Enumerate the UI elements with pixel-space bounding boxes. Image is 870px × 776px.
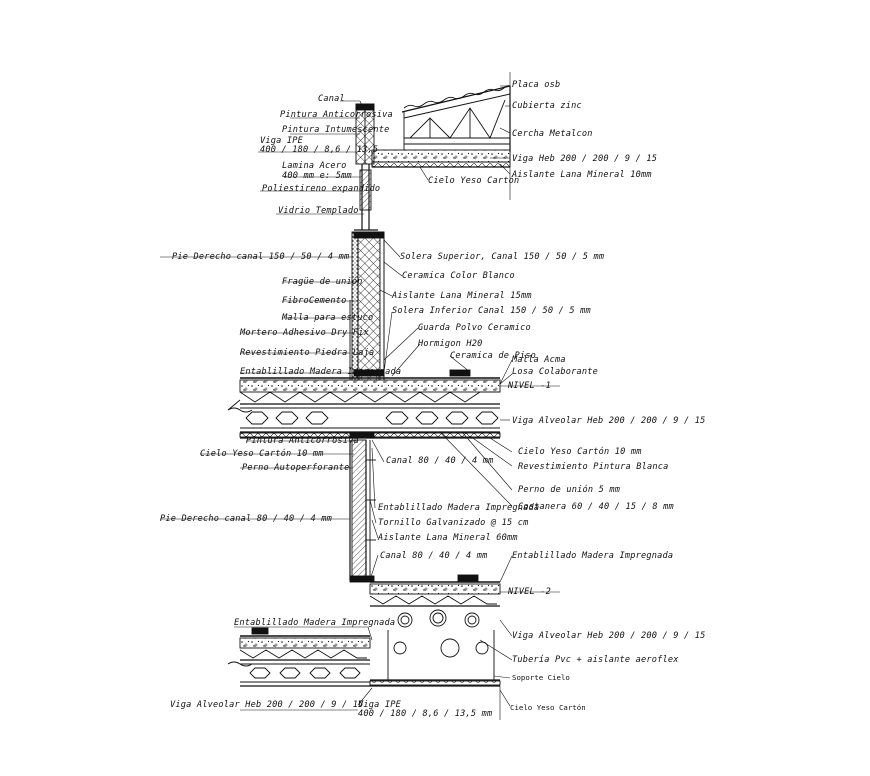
label-viga-heb-top: Viga Heb 200 / 200 / 9 / 15 xyxy=(512,154,658,164)
label-mortero-adhesivo: Mortero Adhesivo Dry Fix xyxy=(240,328,369,338)
label-lamina-acero-dims: 400 mm e: 5mm xyxy=(282,171,352,181)
lower-wall xyxy=(349,431,376,583)
label-aislante-lana-60: Aislante Lana Mineral 60mm xyxy=(378,533,518,543)
label-cercha-metalcon: Cercha Metalcon xyxy=(512,129,593,139)
label-entablillado-3: Entablillado Madera Impregnada xyxy=(512,551,674,561)
label-hormigon-h20: Hormigon H20 xyxy=(418,339,483,349)
leader-lines xyxy=(160,72,560,720)
label-cubierta-zinc: Cubierta zinc xyxy=(512,101,582,111)
label-pie-derecho-canal-150: Pie Derecho canal 150 / 50 / 4 mm xyxy=(172,252,350,262)
label-entablillado-1: Entablillado Madera Impregnada xyxy=(240,367,402,377)
label-malla-estuco: Malla para estuco xyxy=(282,313,374,323)
glass-column xyxy=(354,164,378,231)
label-poliestireno: Poliestireno expandido xyxy=(262,184,381,194)
label-pintura-anticorrosiva-mid: Pintura Anticorrosiva xyxy=(246,436,359,446)
label-fibrocemento: FibroCemento xyxy=(282,296,347,306)
label-soporte-cielo: Soporte Cielo xyxy=(512,673,570,682)
label-ceramica-de-piso: Ceramica de Piso xyxy=(450,351,536,361)
label-nivel-1: NIVEL -1 xyxy=(508,381,551,391)
label-costanera: Costanera 60 / 40 / 15 / 8 mm xyxy=(518,502,674,512)
label-canal-80-b: Canal 80 / 40 / 4 mm xyxy=(380,551,488,561)
label-entablillado-4: Entablillado Madera Impregnada xyxy=(234,618,396,628)
label-aislante-lana-10: Aislante Lana Mineral 10mm xyxy=(512,170,652,180)
label-canal: Canal xyxy=(318,94,345,104)
label-ceramica-color-blanco: Ceramica Color Blanco xyxy=(402,271,515,281)
label-revestimiento-pintura: Revestimiento Pintura Blanca xyxy=(518,462,669,472)
label-viga-ipe-bottom-dims: 400 / 180 / 8,6 / 13,5 mm xyxy=(358,709,493,719)
label-viga-alveolar-3: Viga Alveolar Heb 200 / 200 / 9 / 15 xyxy=(170,700,364,710)
label-placa-osb: Placa osb xyxy=(512,80,561,90)
label-cielo-yeso-carton-10-right: Cielo Yeso Cartón 10 mm xyxy=(518,447,642,457)
label-viga-ipe-bottom: Viga IPE xyxy=(358,700,401,710)
label-cielo-yeso-carton-10-left: Cielo Yeso Cartón 10 mm xyxy=(200,449,324,459)
label-viga-ipe-top-dims: 400 / 180 / 8,6 / 13,5 xyxy=(260,145,379,155)
label-fraguee-de-union: Fragüe de unión xyxy=(282,277,363,287)
label-perno-autoperforante: Perno Autoperforante xyxy=(242,463,350,473)
label-viga-alveolar-1: Viga Alveolar Heb 200 / 200 / 9 / 15 xyxy=(512,416,706,426)
label-solera-superior: Solera Superior, Canal 150 / 50 / 5 mm xyxy=(400,252,605,262)
label-guarda-polvo: Guarda Polvo Ceramico xyxy=(418,323,531,333)
label-losa-colaborante: Losa Colaborante xyxy=(512,367,598,377)
roof-truss xyxy=(401,85,511,152)
label-viga-alveolar-2: Viga Alveolar Heb 200 / 200 / 9 / 15 xyxy=(512,631,706,641)
label-solera-inferior: Solera Inferior Canal 150 / 50 / 5 mm xyxy=(392,306,591,316)
label-canal-80-a: Canal 80 / 40 / 4 mm xyxy=(386,456,494,466)
label-entablillado-2: Entablillado Madera Impregnada xyxy=(378,503,540,513)
label-revestimiento-piedra: Revestimiento Piedra Laja xyxy=(240,348,375,358)
label-lamina-acero: Lamina Acero xyxy=(282,161,347,171)
label-pie-derecho-canal-80: Pie Derecho canal 80 / 40 / 4 mm xyxy=(160,514,332,524)
label-tuberia-pvc: Tubería Pvc + aislante aeroflex xyxy=(512,655,679,665)
label-aislante-lana-15: Aislante Lana Mineral 15mm xyxy=(392,291,532,301)
label-malla-acma: Malla Acma xyxy=(512,355,566,365)
label-cielo-yeso-carton-top: Cielo Yeso Cartón xyxy=(428,176,520,186)
label-pintura-anticorrosiva-top: Pintura Anticorrosiva xyxy=(280,110,393,120)
label-pintura-intumescente: Pintura Intumescente xyxy=(282,125,390,135)
label-nivel-2: NIVEL -2 xyxy=(508,587,551,597)
level-2-slab xyxy=(227,574,501,687)
upper-wall xyxy=(349,231,385,381)
label-tornillo: Tornillo Galvanizado @ 15 cm xyxy=(378,518,529,528)
label-viga-ipe-top: Viga IPE xyxy=(260,136,303,146)
label-perno-union: Perno de unión 5 mm xyxy=(518,485,621,495)
label-vidrio-templado: Vidrio Templado xyxy=(278,206,359,216)
label-cielo-yeso-carton-bottom: Cielo Yeso Cartón xyxy=(510,703,586,712)
level-1-slab xyxy=(227,369,501,439)
